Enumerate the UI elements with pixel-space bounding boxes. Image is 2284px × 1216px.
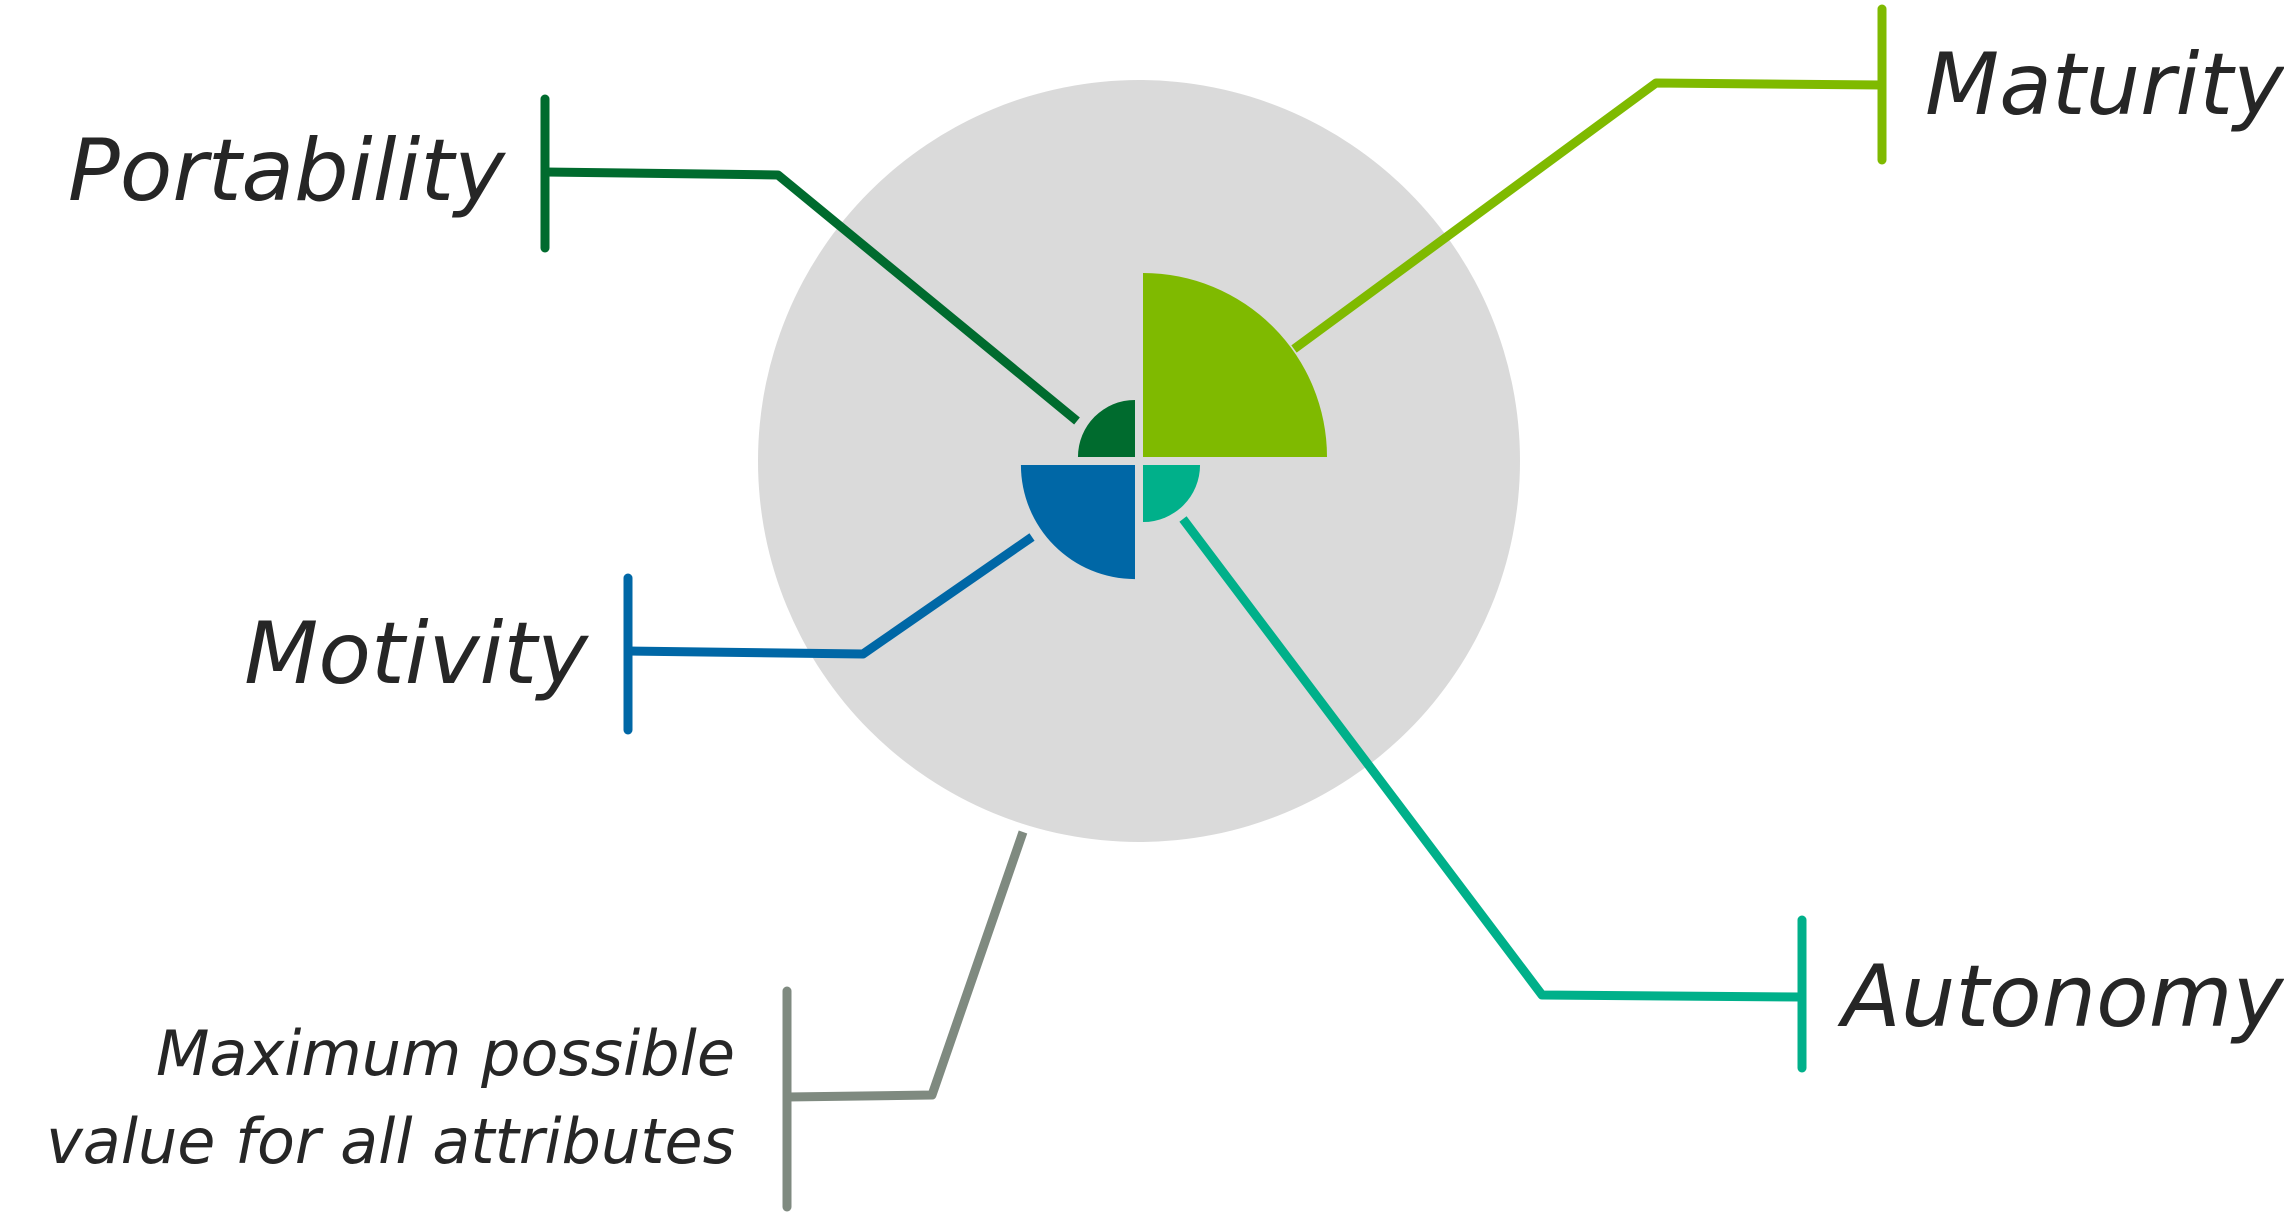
maturity-label: Maturity [1925, 35, 2284, 135]
max-value-label-line1: Maximum possible [156, 1017, 735, 1090]
maturity-leader-line [1291, 78, 1883, 353]
maturity-wedge [1143, 273, 1327, 457]
motivity-wedge [1020, 465, 1135, 580]
autonomy-label: Autonomy [1837, 947, 2284, 1047]
portability-label: Portability [68, 121, 506, 221]
portability-wedge [1077, 399, 1135, 457]
motivity-leader-line [627, 533, 1035, 659]
portability-leader-line [544, 167, 1080, 425]
max-value-leader-line [786, 830, 1028, 1102]
motivity-label: Motivity [244, 604, 589, 704]
max-value-label-line2: value for all attributes [46, 1105, 735, 1178]
autonomy-leader-line [1179, 516, 1803, 1002]
autonomy-wedge [1143, 465, 1201, 523]
max-value-circle [758, 80, 1520, 842]
